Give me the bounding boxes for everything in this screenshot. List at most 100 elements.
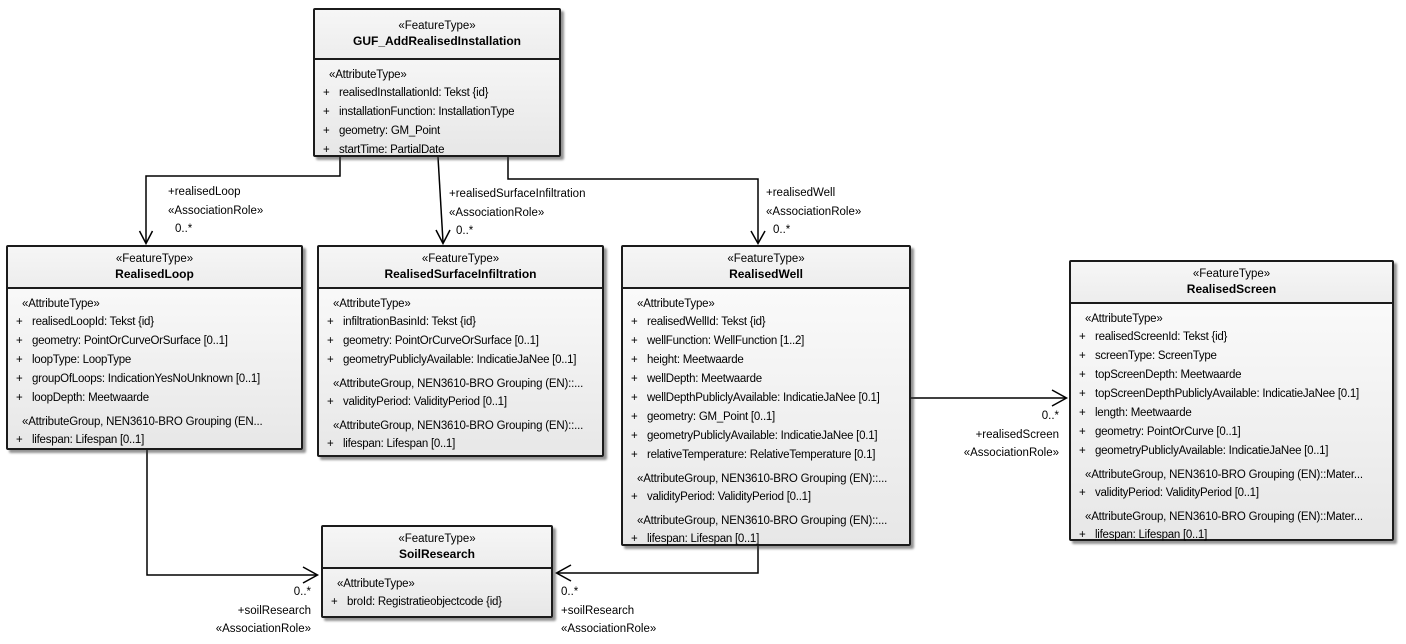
attribute-row: +topScreenDepthPubliclyAvailable: Indica…: [1077, 385, 1389, 404]
visibility-plus: +: [16, 434, 23, 446]
attribute-text: startTime: PartialDate: [339, 144, 445, 156]
visibility-plus: +: [327, 316, 334, 328]
attribute-text: lifespan: Lifespan [0..1]: [647, 533, 760, 545]
association-soilresearch-from-loop-path[interactable]: [146, 450, 317, 576]
attribute-text: realisedLoopId: Tekst {id}: [32, 316, 154, 328]
attribute-row: + geometryPubliclyAvailable: IndicatieJaN…: [325, 351, 599, 370]
attribute-text: broId: Registratieobjectcode {id}: [347, 596, 502, 608]
attribute-text: geometry: PointOrCurveOrSurface [0..1]: [343, 335, 539, 347]
class-header: «FeatureType» RealisedWell: [623, 247, 909, 289]
visibility-plus: +: [631, 354, 638, 366]
attribute-row: + startTime: PartialDate: [321, 141, 556, 160]
attribute-row: + realisedInstallationId: Tekst {id}: [321, 84, 556, 103]
class-header: «FeatureType» GUF_AddRealisedInstallatio…: [315, 10, 559, 60]
visibility-plus: +: [327, 354, 334, 366]
attribute-text: height: Meetwaarde: [647, 354, 744, 366]
association-realised-surface-infiltration-path[interactable]: [437, 156, 444, 243]
association-multiplicity: 0..*: [1041, 410, 1059, 422]
attribute-text: topScreenDepth: Meetwaarde: [1095, 369, 1242, 381]
class-realisedsurfaceinfiltration[interactable]: «FeatureType» RealisedSurfaceInfiltratio…: [317, 245, 604, 457]
class-attribute-compartment: «AttributeType» + realisedInstallationId:…: [315, 60, 559, 162]
attribute-row: + geometryPubliclyAvailable: IndicatieJaN…: [629, 427, 906, 446]
class-name: GUF_AddRealisedInstallation: [352, 34, 522, 48]
attribute-text: infiltrationBasinId: Tekst {id}: [343, 316, 476, 328]
attribute-row: + realisedScreenId: Tekst {id}: [1077, 328, 1389, 347]
attribute-text: lifespan: Lifespan [0..1]: [32, 434, 145, 446]
association-multiplicity: 0..*: [561, 586, 579, 598]
attribute-text: realisedInstallationId: Tekst {id}: [339, 87, 489, 99]
class-name: RealisedSurfaceInfiltration: [384, 267, 537, 281]
association-role: +realisedWell: [766, 187, 836, 199]
association-realised-loop-arrowhead: [138, 230, 154, 246]
association-multiplicity: 0..*: [293, 586, 311, 598]
attributegroup-stereotype-row: «AttributeGroup, NEN3610-BRO Grouping (E…: [1085, 511, 1363, 523]
class-realisedloop[interactable]: «FeatureType» RealisedLoop «AttributeTyp…: [6, 245, 303, 450]
association-stereotype: «AssociationRole»: [215, 623, 311, 635]
class-realisedwell[interactable]: «FeatureType» RealisedWell «AttributeTyp…: [621, 245, 911, 546]
visibility-plus: +: [1079, 388, 1086, 400]
class-name: RealisedLoop: [115, 267, 194, 281]
attribute-text: realisedScreenId: Tekst {id}: [1095, 331, 1228, 343]
attribute-text: wellDepth: Meetwaarde: [647, 373, 762, 385]
visibility-plus: +: [631, 449, 638, 461]
association-soilresearch-from-well-arrowhead: [554, 564, 572, 582]
class-soilresearch[interactable]: «FeatureType» SoilResearch «AttributeTyp…: [321, 525, 553, 618]
visibility-plus: +: [323, 87, 330, 99]
class-realisedscreen[interactable]: «FeatureType» RealisedScreen «AttributeT…: [1069, 260, 1394, 541]
attribute-row: +lifespan: Lifespan [0..1]: [629, 530, 906, 549]
association-realised-loop-path[interactable]: [145, 157, 341, 242]
visibility-plus: +: [631, 335, 638, 347]
class-name: SoilResearch: [398, 547, 476, 561]
attribute-text: geometryPubliclyAvailable: IndicatieJaNe…: [647, 430, 878, 442]
association-realised-well-path[interactable]: [507, 157, 759, 242]
class-attribute-compartment: «AttributeType» +realisedWellId: Tekst {…: [623, 289, 909, 551]
class-attribute-compartment: «AttributeType» +realisedLoopId: Tekst {…: [8, 289, 301, 452]
attributetype-stereotype-row: «AttributeType»: [329, 69, 407, 81]
association-soilresearch-from-well-path[interactable]: [557, 546, 759, 574]
attribute-row: +realisedLoopId: Tekst {id}: [14, 313, 298, 332]
association-realised-screen-arrowhead: [1051, 389, 1069, 407]
attributegroup-stereotype-row: «AttributeGroup, NEN3610-BRO Grouping (E…: [637, 473, 888, 485]
association-stereotype: «AssociationRole»: [766, 205, 862, 218]
attributegroup-stereotype-row: «AttributeGroup, NEN3610-BRO Grouping (E…: [333, 420, 584, 432]
association-role: +soilResearch: [237, 604, 311, 617]
visibility-plus: +: [631, 430, 638, 442]
attributetype-stereotype-row: «AttributeType»: [337, 578, 415, 590]
class-guf-addrealisedinstallation[interactable]: «FeatureType» GUF_AddRealisedInstallatio…: [313, 8, 561, 157]
visibility-plus: +: [631, 491, 638, 503]
association-multiplicity: 0..*: [175, 223, 193, 235]
attribute-text: wellFunction: WellFunction [1..2]: [647, 335, 805, 347]
class-stereotype: «FeatureType»: [115, 253, 194, 265]
attribute-text: installationFunction: InstallationType: [339, 106, 515, 118]
association-stereotype: «AssociationRole»: [168, 204, 264, 217]
class-stereotype: «FeatureType»: [421, 253, 500, 265]
attribute-row: + lifespan: Lifespan [0..1]: [1077, 526, 1389, 545]
attribute-row: +screenType: ScreenType: [1077, 347, 1389, 366]
class-attribute-compartment: «AttributeType» +infiltrationBasinId: Te…: [319, 289, 602, 456]
attributetype-stereotype-row: «AttributeType»: [637, 298, 715, 310]
association-realised-screen-labels: 0..* +realisedScreen «AssociationRole»: [900, 407, 1059, 463]
attribute-text: validityPeriod: ValidityPeriod [0..1]: [343, 396, 507, 408]
attribute-row: +validityPeriod: ValidityPeriod [0..1]: [1077, 484, 1389, 503]
attribute-text: groupOfLoops: IndicationYesNoUnknown [0.…: [32, 373, 260, 385]
visibility-plus: +: [1079, 331, 1086, 343]
visibility-plus: +: [323, 144, 330, 156]
attribute-row: +relativeTemperature: RelativeTemperatur…: [629, 446, 906, 465]
attribute-row: + installationFunction: InstallationType: [321, 103, 556, 122]
association-stereotype: «AssociationRole»: [449, 206, 545, 219]
visibility-plus: +: [1079, 529, 1086, 541]
attribute-text: lifespan: Lifespan [0..1]: [1095, 529, 1208, 541]
association-multiplicity: 0..*: [456, 225, 474, 237]
visibility-plus: +: [323, 106, 330, 118]
attribute-row: +broId: Registratieobjectcode {id}: [329, 593, 548, 612]
attribute-row: +geometry: GM_Point: [321, 122, 556, 141]
visibility-plus: +: [631, 316, 638, 328]
attribute-text: geometryPubliclyAvailable: IndicatieJaNe…: [343, 354, 577, 366]
attribute-text: geometry: GM_Point [0..1]: [647, 411, 775, 423]
visibility-plus: +: [16, 373, 23, 385]
visibility-plus: +: [631, 411, 638, 423]
visibility-plus: +: [631, 373, 638, 385]
attribute-text: geometryPubliclyAvailable: IndicatieJaNe…: [1095, 445, 1329, 457]
association-soilresearch-from-loop-labels: 0..* +soilResearch «AssociationRole»: [150, 583, 311, 639]
visibility-plus: +: [327, 396, 334, 408]
